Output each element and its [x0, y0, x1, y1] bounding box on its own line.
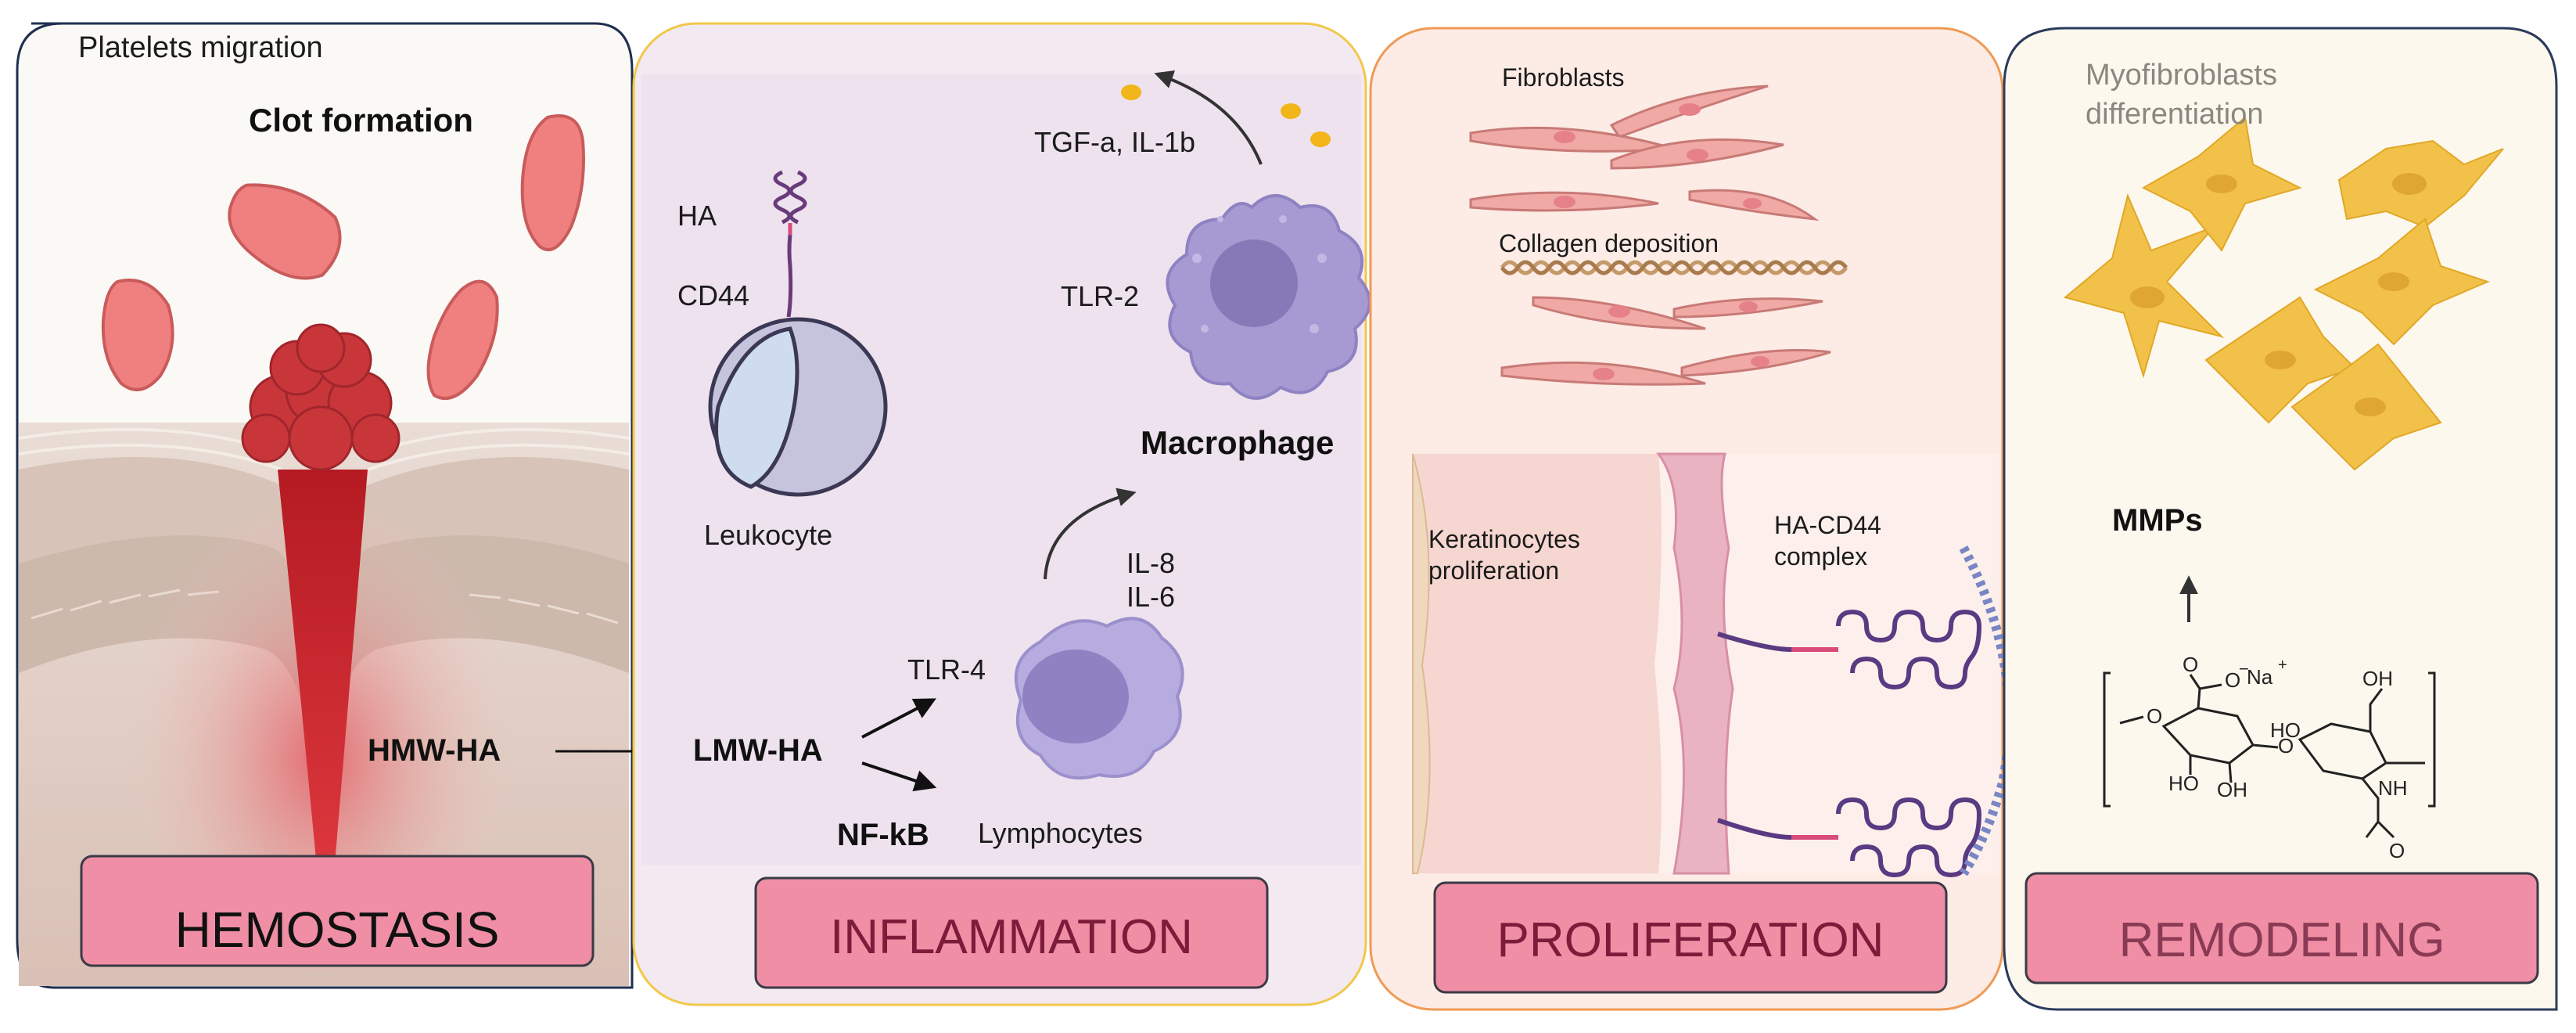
proliferation-stage-box: PROLIFERATION — [1433, 881, 1948, 994]
basement-membrane — [1656, 452, 1734, 875]
chem-ho-lower: HO — [2168, 772, 2199, 795]
tlr4-label: TLR-4 — [907, 653, 986, 686]
wound-channel — [278, 470, 368, 908]
hemostasis-stage-box: HEMOSTASIS — [80, 855, 595, 967]
chem-o-ring: O — [2147, 704, 2162, 728]
leukocyte-nucleus — [714, 326, 799, 489]
inflammation-title: INFLAMMATION — [830, 910, 1193, 964]
chem-na-plus: + — [2278, 657, 2287, 674]
myofibroblasts-label-2: differentiation — [2086, 98, 2263, 131]
inflammation-panel: HA CD44 Leukocyte TLR-2 Macrophage TGF-a… — [632, 22, 1371, 1006]
myofibroblasts-label-1: Myofibroblasts — [2086, 59, 2277, 92]
il8-label: IL-8 — [1126, 547, 1175, 579]
hemostasis-title: HEMOSTASIS — [175, 902, 500, 958]
cd44-stalk — [786, 234, 793, 318]
keratinocytes-label-1: Keratinocytes — [1428, 525, 1580, 553]
proliferation-title: PROLIFERATION — [1497, 913, 1884, 967]
chem-oh-lower: OH — [2217, 778, 2247, 801]
lymphocytes-label: Lymphocytes — [978, 817, 1143, 849]
ha-molecule — [773, 170, 807, 225]
cd44-label: CD44 — [677, 279, 749, 311]
ha-cd44-label-1: HA-CD44 — [1774, 511, 1881, 539]
chem-o-glycosidic: O — [2278, 734, 2294, 758]
nfkb-label: NF-kB — [837, 818, 929, 852]
fibroblasts-label: Fibroblasts — [1502, 63, 1625, 92]
red-blood-cells — [101, 114, 585, 400]
leukocyte-label: Leukocyte — [704, 519, 832, 551]
chem-o-minus: − — [2239, 659, 2249, 678]
lmw-to-nfkb-arrow — [861, 761, 937, 792]
macrophage-nucleus — [1210, 239, 1298, 327]
keratinocytes-label-2: proliferation — [1428, 556, 1559, 585]
inflammation-box — [754, 876, 1269, 989]
chem-nh: NH — [2378, 776, 2408, 800]
ha-cd44-label-2: complex — [1774, 542, 1867, 570]
chem-o-carbonyl: O — [2183, 653, 2198, 676]
cd44-links — [1791, 647, 1838, 840]
proliferation-panel: Fibroblasts Collagen deposition Keratino… — [1369, 27, 2014, 1011]
tlr2-label: TLR-2 — [1061, 280, 1139, 312]
hemostasis-box — [80, 855, 595, 967]
cytokines-label: TGF-a, IL-1b — [1034, 126, 1195, 158]
platelets-migration-label: Platelets migration — [78, 31, 323, 64]
myofibroblast-nuclei — [2130, 173, 2427, 416]
fibroblast-nuclei — [1554, 103, 1769, 380]
collagen-fiber — [1500, 260, 1848, 275]
chem-ho-upper: HO — [2270, 718, 2301, 742]
chem-oh-upper: OH — [2362, 667, 2393, 690]
chem-o-amide: O — [2389, 839, 2405, 862]
remodeling-panel: Myofibroblasts differentiation MMPs O O … — [2003, 27, 2558, 1011]
cytokine-release-arrow — [1154, 70, 1263, 165]
lymphocyte-nucleus — [1022, 650, 1129, 743]
inflammation-stage-box: INFLAMMATION — [754, 876, 1269, 989]
collagen-label: Collagen deposition — [1499, 229, 1719, 257]
chem-na: Na — [2247, 665, 2273, 689]
interleukin-arrow — [1044, 488, 1137, 580]
ha-cd44-complexes — [1717, 609, 1982, 878]
hyaluronate-structure — [2103, 671, 2436, 839]
remodeling-box — [2025, 872, 2539, 984]
il6-label: IL-6 — [1126, 581, 1175, 613]
clot-formation-label: Clot formation — [249, 102, 473, 139]
hemostasis-panel: Platelets migration Clot formation HMW-H… — [16, 22, 659, 989]
ha-label: HA — [677, 200, 717, 232]
cytokine-dots — [1121, 85, 1331, 147]
macrophage-granules — [1192, 215, 1327, 333]
lmw-ha-label: LMW-HA — [693, 733, 823, 768]
proliferation-box — [1433, 881, 1948, 994]
epidermis-layer — [1413, 454, 1662, 873]
hmw-ha-label: HMW-HA — [368, 733, 501, 768]
clot — [241, 323, 401, 471]
remodeling-title: REMODELING — [2119, 913, 2445, 967]
lmw-to-tlr4-arrow — [861, 698, 936, 739]
macrophage-label: Macrophage — [1141, 424, 1334, 461]
chem-o-carboxyl: O — [2225, 668, 2240, 692]
remodeling-stage-box: REMODELING — [2025, 872, 2539, 984]
skin-surface — [1412, 453, 1431, 874]
mmps-label: MMPs — [2112, 503, 2203, 538]
